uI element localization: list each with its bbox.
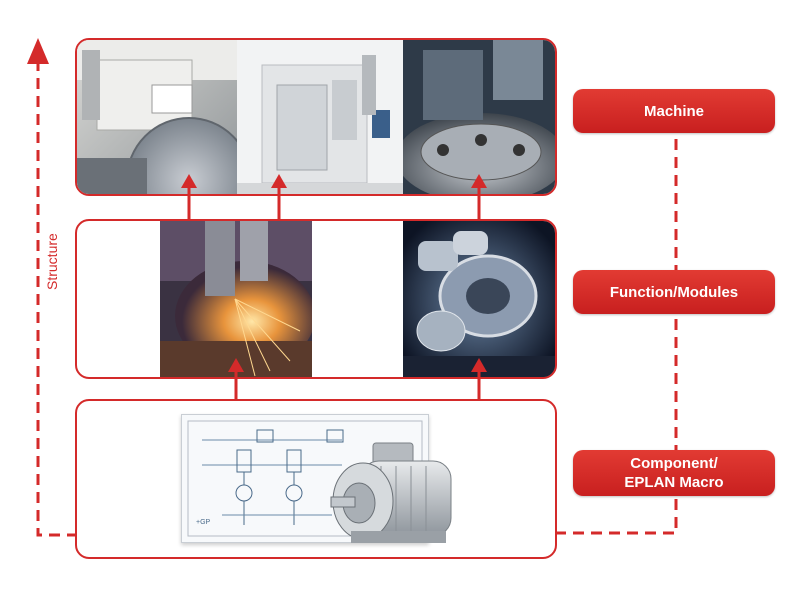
level-label-function-modules-text: Function/Modules [609,283,739,301]
machine-panel [75,38,557,196]
module-photo-gearbox [403,221,555,377]
motor-image [330,442,452,543]
component-panel: +GP [75,399,557,559]
level-label-function-modules: Function/Modules [573,270,775,314]
module-photo-laser [160,221,312,377]
level-label-component-line2: EPLAN Macro [624,474,724,491]
machine-photo-saw [77,40,237,194]
machine-photo-cabinet [237,40,403,194]
level-label-component-line1: Component/ [630,455,718,472]
schematic-caption: +GP [196,519,211,526]
level-label-component: Component/ EPLAN Macro [573,450,775,496]
level-label-machine-text: Machine [643,102,704,120]
function-panel [75,219,557,379]
machine-photo-gears [403,40,555,194]
structure-arrow-head [27,38,49,64]
level-label-machine: Machine [573,89,775,133]
